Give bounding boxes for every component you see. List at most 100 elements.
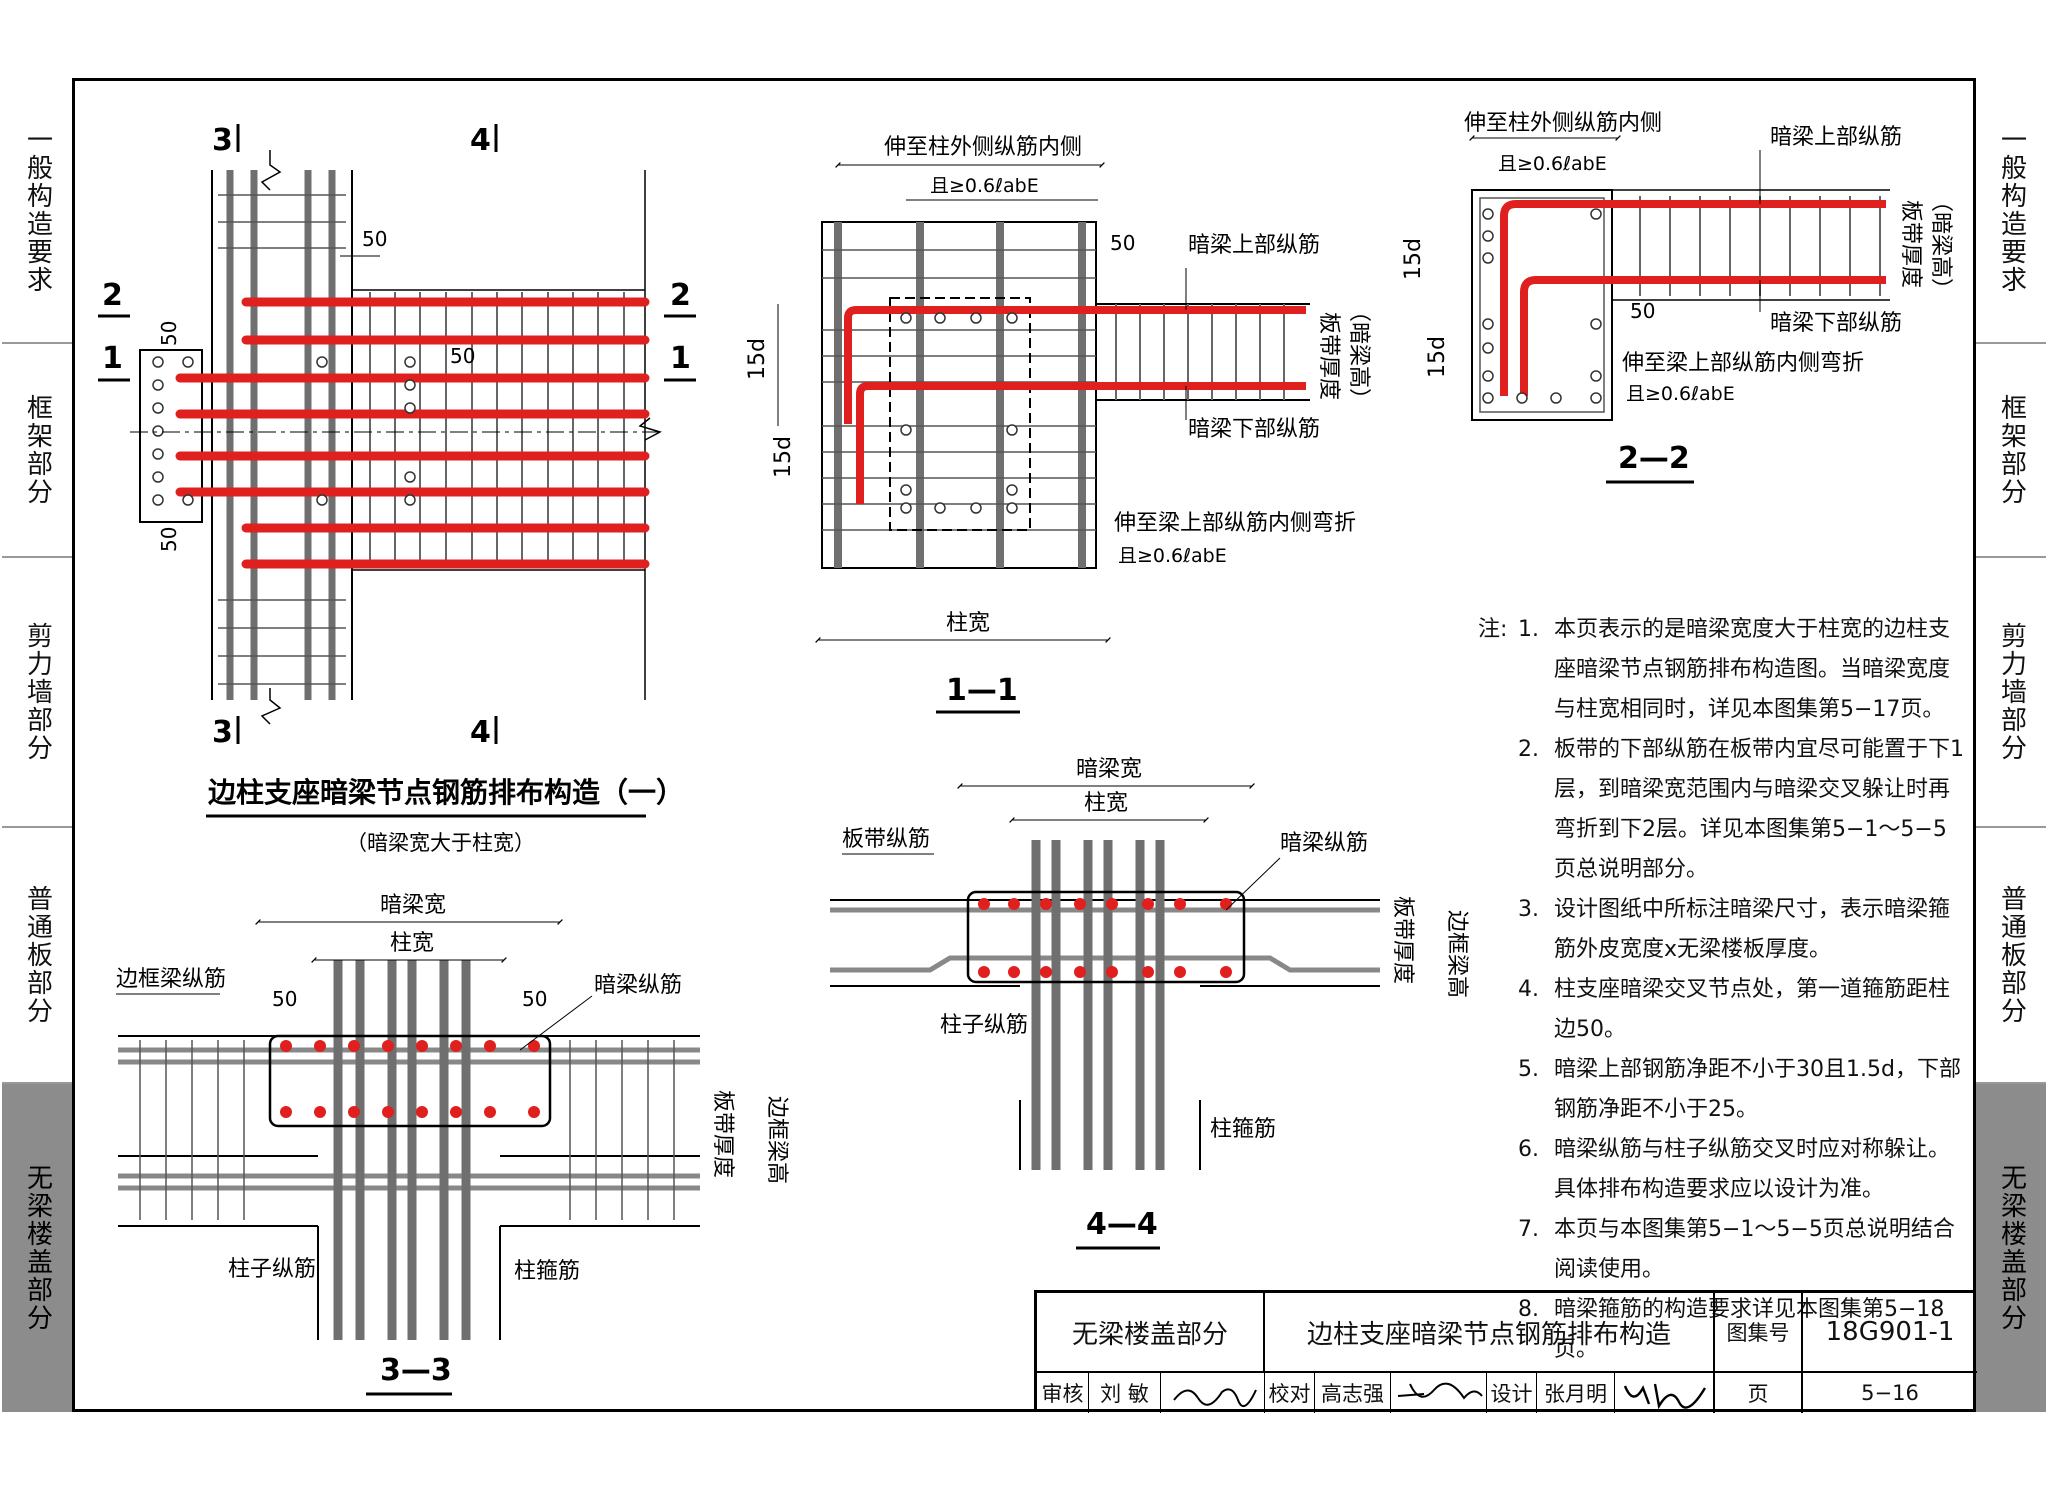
tb-category: 无梁楼盖部分 [1037,1293,1265,1373]
section-4-4: 暗梁宽 柱宽 板带纵筋 暗梁纵筋 板带厚度 边框梁高 柱子纵筋 柱箍筋 4—4 [830,757,1469,1250]
s33-dim-50-right: 50 [522,987,547,1011]
note-item: 7.本页与本图集第5−1～5−5页总说明结合阅读使用。 [1518,1217,1955,1282]
side-tab-ordinary-slab[interactable]: 普通板部分 [2,828,72,1084]
s22-upper-bar: 暗梁上部纵筋 [1770,125,1902,150]
s22-top-label: 伸至柱外侧纵筋内侧 [1464,111,1662,136]
plan-dim-50-left-top: 50 [157,321,181,346]
s11-15d-upper: 15d [745,338,770,380]
s33-beam-width: 暗梁宽 [380,893,446,918]
s44-slab-bar: 板带纵筋 [842,827,930,852]
s11-lower-bar: 暗梁下部纵筋 [1188,417,1320,442]
plan-column-end [139,349,203,523]
s11-col-width: 柱宽 [946,611,990,636]
s22-dim-50: 50 [1630,299,1655,323]
s11-15d-lower: 15d [771,436,796,478]
s22-slab-thickness: 板带厚度 [1898,200,1923,288]
s44-caption: 4—4 [1086,1207,1158,1242]
plan-dim-50-left-bottom: 50 [157,527,181,552]
section-1-1: 伸至柱外侧纵筋内侧 且≥0.6ℓabE 50 暗梁上部纵筋 暗梁下部纵筋 板带厚… [745,135,1371,714]
section-mark-2-left: 2 [102,278,123,313]
section-mark-4-bottom: 4 [470,715,491,750]
s33-col-bar: 柱子纵筋 [228,1257,316,1282]
s33-edge-beam-height: 边框梁高 [764,1096,789,1184]
s22-top-label2: 且≥0.6ℓabE [1498,153,1607,175]
section-mark-3-top: 3 [212,123,233,158]
s11-bend-note2: 且≥0.6ℓabE [1118,545,1227,567]
s11-slab-thickness: 板带厚度 [1316,312,1341,400]
section-mark-1-right: 1 [670,341,691,376]
side-tab-shear-wall-right[interactable]: 剪力墙部分 [1976,558,2046,828]
s44-col-bar: 柱子纵筋 [940,1013,1028,1038]
s11-top-label2: 且≥0.6ℓabE [930,175,1039,197]
note-item: 4.柱支座暗梁交叉节点处，第一道箍筋距柱边50。 [1518,977,1951,1042]
plan-view: 3 4 3 4 2 1 2 1 50 50 50 50 边柱支座暗梁节点钢筋排布… [98,123,696,855]
s33-slab-thickness: 板带厚度 [710,1090,735,1178]
note-item: 6.暗梁纵筋与柱子纵筋交叉时应对称躲让。具体排布构造要求应以设计为准。 [1518,1137,1951,1202]
s11-upper-bar: 暗梁上部纵筋 [1188,233,1320,258]
notes-list: 1.本页表示的是暗梁宽度大于柱宽的边柱支座暗梁节点钢筋排布构造图。当暗梁宽度与柱… [1518,610,1968,1370]
s33-dim-50-left: 50 [272,987,297,1011]
s22-bend-note: 伸至梁上部纵筋内侧弯折 [1622,351,1864,376]
side-tab-general[interactable]: 一般构造要求 [2,78,72,344]
tb-reviewer: 刘 敏 [1089,1373,1161,1413]
s11-bend-note: 伸至梁上部纵筋内侧弯折 [1114,511,1356,536]
side-tab-beamless-floor[interactable]: 无梁楼盖部分 [2,1084,72,1412]
tb-check-label: 校对 [1265,1373,1315,1413]
note-item: 2.板带的下部纵筋在板带内宜尽可能置于下1层，到暗梁宽范围内与暗梁交叉躲让时再弯… [1518,737,1964,882]
tb-check-signature [1391,1373,1487,1413]
s44-col-width: 柱宽 [1084,791,1128,816]
tb-page-label: 页 [1715,1373,1803,1413]
s33-edge-beam-bar: 边框梁纵筋 [116,967,226,992]
section-mark-2-right: 2 [670,278,691,313]
tb-design-signature [1615,1373,1715,1413]
note-item: 3.设计图纸中所标注暗梁尺寸，表示暗梁箍筋外皮宽度x无梁楼板厚度。 [1518,897,1951,962]
note-item: 1.本页表示的是暗梁宽度大于柱宽的边柱支座暗梁节点钢筋排布构造图。当暗梁宽度与柱… [1518,617,1951,722]
side-tab-frame[interactable]: 框架部分 [2,344,72,558]
s44-slab-thickness: 板带厚度 [1390,896,1415,984]
s44-beam-width: 暗梁宽 [1076,757,1142,782]
s22-15d-upper: 15d [1401,238,1426,280]
plan-subtitle: （暗梁宽大于柱宽） [346,831,535,855]
tb-review-signature [1161,1373,1265,1413]
plan-title: 边柱支座暗梁节点钢筋排布构造（一） [208,776,684,809]
tb-atlas-label: 图集号 [1715,1293,1803,1373]
tb-checker: 高志强 [1315,1373,1391,1413]
s22-caption: 2—2 [1618,441,1690,476]
s22-lower-bar: 暗梁下部纵筋 [1770,311,1902,336]
tb-designer: 张月明 [1537,1373,1615,1413]
notes-heading: 注: [1478,617,1508,642]
plan-dim-50-mid: 50 [450,344,475,368]
side-tab-general-right[interactable]: 一般构造要求 [1976,78,2046,344]
tb-atlas-no: 18G901-1 [1803,1293,1977,1373]
s33-caption: 3—3 [380,1353,452,1388]
note-item: 8.暗梁箍筋的构造要求详见本图集第5−18页。 [1518,1297,1945,1362]
s22-bend-note2: 且≥0.6ℓabE [1626,383,1735,405]
s22-15d-lower: 15d [1425,336,1450,378]
side-tab-ordinary-slab-right[interactable]: 普通板部分 [1976,828,2046,1084]
tb-drawing-title: 边柱支座暗梁节点钢筋排布构造 [1265,1293,1715,1373]
s22-beam-height: （暗梁高） [1928,190,1953,300]
s33-col-width: 柱宽 [390,931,434,956]
s44-hidden-beam-bar: 暗梁纵筋 [1280,831,1368,856]
section-mark-3-bottom: 3 [212,715,233,750]
s11-top-label: 伸至柱外侧纵筋内侧 [884,135,1082,160]
s33-col-stirrup: 柱箍筋 [514,1259,580,1284]
note-item: 5.暗梁上部钢筋净距不小于30且1.5d，下部钢筋净距不小于25。 [1518,1057,1961,1122]
tb-page-no: 5−16 [1861,1381,1919,1405]
tb-review-label: 审核 [1037,1373,1089,1413]
section-3-3: 暗梁宽 柱宽 边框梁纵筋 暗梁纵筋 50 50 板带厚度 边框梁高 柱子纵筋 柱… [116,893,789,1396]
side-tab-frame-right[interactable]: 框架部分 [1976,344,2046,558]
s44-edge-beam-height: 边框梁高 [1444,910,1469,998]
s44-col-stirrup: 柱箍筋 [1210,1117,1276,1142]
side-tab-shear-wall[interactable]: 剪力墙部分 [2,558,72,828]
drawing-frame [72,78,1976,1412]
tb-design-label: 设计 [1487,1373,1537,1413]
section-mark-1-left: 1 [102,341,123,376]
side-tab-beamless-floor-right[interactable]: 无梁楼盖部分 [1976,1084,2046,1412]
section-2-2: 伸至柱外侧纵筋内侧 且≥0.6ℓabE 暗梁上部纵筋 暗梁下部纵筋 15d 15… [1401,111,1953,484]
title-block: 无梁楼盖部分 边柱支座暗梁节点钢筋排布构造 图集号 18G901-1 审核 刘 … [1034,1290,1977,1413]
s33-hidden-beam-bar: 暗梁纵筋 [594,973,682,998]
s11-caption: 1—1 [946,673,1018,708]
s11-dim-50: 50 [1110,231,1135,255]
